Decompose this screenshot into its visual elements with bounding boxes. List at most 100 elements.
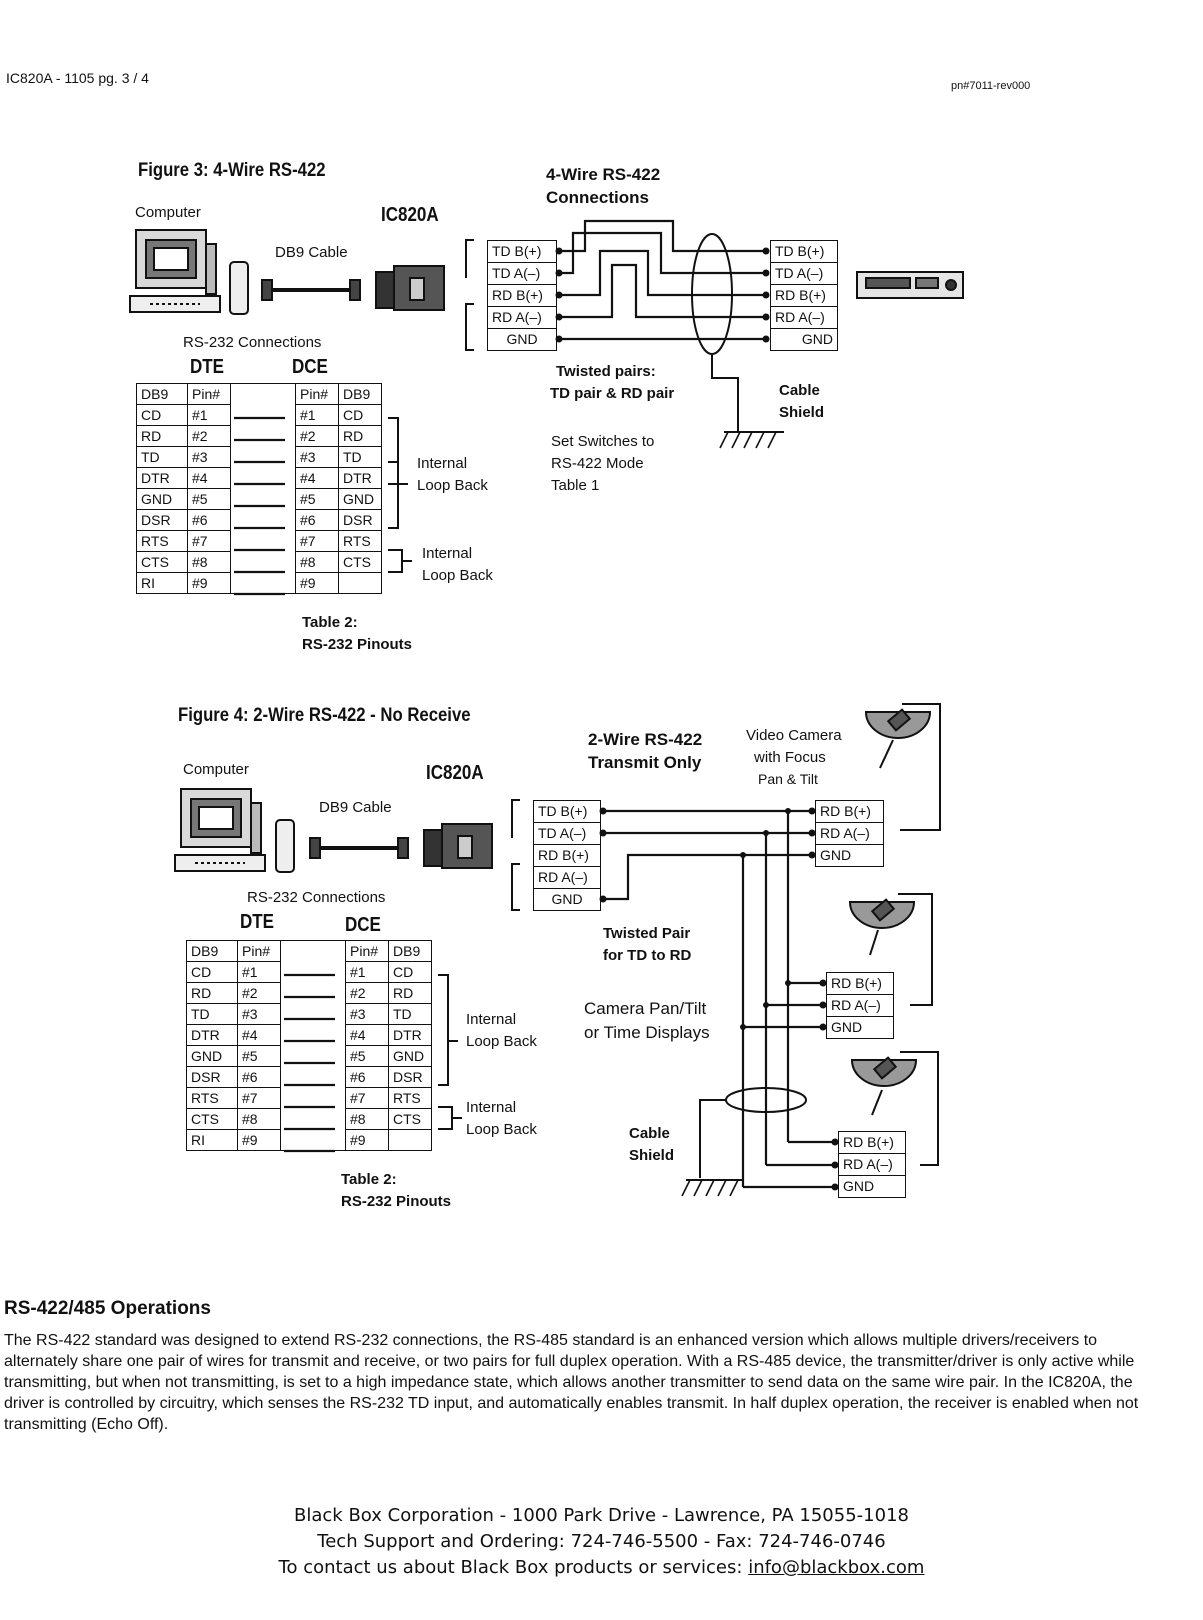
figure3-computer-label: Computer	[135, 204, 201, 221]
figure3-ic-label: IC820A	[381, 204, 439, 226]
ic820a-device-icon	[375, 265, 445, 311]
terminal-rd-a: RD A(–)	[816, 823, 883, 845]
figure3-dte-label: DTE	[190, 356, 224, 378]
pin-cell: #3	[187, 446, 231, 468]
figure4-twisted-2: for TD to RD	[603, 947, 692, 964]
ic820a-device-icon	[423, 823, 493, 869]
figure3-loop2-2: Loop Back	[422, 567, 493, 584]
pin-cell: #5	[237, 1045, 281, 1067]
figure3-shield-2: Shield	[779, 404, 825, 421]
figure3-conn-title-2: Connections	[546, 188, 649, 207]
figure3-shield-1: Cable	[779, 382, 820, 399]
pin-cell: CTS	[136, 551, 188, 573]
figure3-table-caption-1: Table 2:	[302, 614, 358, 631]
figure3-left-terminal: TD B(+) TD A(–) RD B(+) RD A(–) GND	[487, 240, 557, 351]
terminal-gnd: GND	[831, 1019, 863, 1035]
figure3-switch-2: RS-422 Mode	[551, 455, 644, 472]
figure4-conn-title-2: Transmit Only	[588, 753, 702, 772]
terminal-rd-b: RD B(+)	[839, 1132, 905, 1154]
terminal-gnd: GND	[801, 331, 833, 347]
pin-head: DB9	[338, 383, 382, 405]
footer-line3-prefix: To contact us about Black Box products o…	[278, 1557, 749, 1578]
figure3-switch-3: Table 1	[551, 477, 600, 494]
figure4-computer-label: Computer	[183, 761, 249, 778]
pin-cell: #3	[237, 1003, 281, 1025]
figure3-loop1-2: Loop Back	[417, 477, 488, 494]
terminal-rd-b: RD B(+)	[488, 285, 556, 307]
pin-cell: #4	[345, 1024, 389, 1046]
db9-cable-icon	[309, 837, 409, 859]
pin-cell: CD	[136, 404, 188, 426]
receiver-device-icon	[856, 271, 964, 299]
figure4-camera-3: Pan & Tilt	[758, 771, 818, 787]
figure4-cable-label: DB9 Cable	[319, 799, 392, 816]
terminal-rd-b: RD B(+)	[827, 973, 893, 995]
figure4-left-terminal: TD B(+) TD A(–) RD B(+) RD A(–) GND	[533, 800, 601, 911]
pin-cell: RTS	[388, 1087, 432, 1109]
pin-cell: CTS	[186, 1108, 238, 1130]
figure4-dte-label: DTE	[240, 911, 274, 933]
figure4-title: Figure 4: 2-Wire RS-422 - No Receive	[178, 705, 471, 726]
footer-line3: To contact us about Black Box products o…	[0, 1557, 1203, 1578]
pin-cell: RTS	[136, 530, 188, 552]
pin-head: Pin#	[187, 383, 231, 405]
figure4-loop1-2: Loop Back	[466, 1033, 537, 1050]
figure3-twisted-1: Twisted pairs:	[556, 363, 656, 380]
figure3-switch-1: Set Switches to	[551, 433, 655, 450]
terminal-rd-a: RD A(–)	[839, 1154, 905, 1176]
terminal-td-b: TD B(+)	[488, 241, 556, 263]
figure4-shield-1: Cable	[629, 1125, 670, 1142]
db9-cable-icon	[261, 279, 361, 301]
db9-port-icon	[275, 819, 295, 873]
terminal-td-b: TD B(+)	[771, 241, 837, 263]
pin-cell	[338, 572, 382, 594]
pin-cell: #9	[187, 572, 231, 594]
footer-email-link[interactable]: info@blackbox.com	[748, 1557, 925, 1578]
pin-cell: RTS	[338, 530, 382, 552]
pin-cell: DSR	[136, 509, 188, 531]
pin-head: DB9	[136, 383, 188, 405]
header-right: pn#7011-rev000	[951, 80, 1031, 92]
section-body: The RS-422 standard was designed to exte…	[4, 1332, 1139, 1433]
terminal-gnd: GND	[506, 331, 538, 347]
pin-cell: TD	[136, 446, 188, 468]
figure3-table-caption-2: RS-232 Pinouts	[302, 636, 413, 653]
figure3-loop2-1: Internal	[422, 545, 473, 562]
pin-cell: CTS	[388, 1108, 432, 1130]
pin-cell: GND	[338, 488, 382, 510]
figure4-conn-title-1: 2-Wire RS-422	[588, 730, 703, 749]
section-title: RS-422/485 Operations	[4, 1298, 211, 1319]
figure3-twisted-2: TD pair & RD pair	[550, 385, 675, 402]
figure4-camera3-terminal: RD B(+) RD A(–) GND	[838, 1131, 906, 1198]
figure4-camera-1: Video Camera	[746, 727, 842, 744]
figure4-camera1-terminal: RD B(+) RD A(–) GND	[815, 800, 884, 867]
terminal-td-b: TD B(+)	[534, 801, 600, 823]
figure4-loop2-1: Internal	[466, 1099, 517, 1116]
video-camera-icon	[850, 1051, 939, 1166]
pin-cell: DSR	[186, 1066, 238, 1088]
pin-cell: #5	[187, 488, 231, 510]
figure4-table-caption-2: RS-232 Pinouts	[341, 1193, 452, 1210]
footer-line2: Tech Support and Ordering: 724-746-5500 …	[317, 1531, 886, 1552]
pin-head: DB9	[388, 940, 432, 962]
video-camera-icon	[848, 893, 933, 1006]
footer-line1: Black Box Corporation - 1000 Park Drive …	[294, 1505, 909, 1526]
figure4-twisted-1: Twisted Pair	[603, 925, 691, 942]
terminal-gnd: GND	[551, 891, 583, 907]
computer-icon	[174, 788, 266, 872]
terminal-rd-a: RD A(–)	[534, 867, 600, 889]
figure4-loop2-2: Loop Back	[466, 1121, 537, 1138]
figure4-rs232-label: RS-232 Connections	[247, 889, 386, 906]
pin-cell: DTR	[186, 1024, 238, 1046]
figure3-rs232-label: RS-232 Connections	[183, 334, 322, 351]
figure4-loop1-1: Internal	[466, 1011, 517, 1028]
figure4-camera2-terminal: RD B(+) RD A(–) GND	[826, 972, 894, 1039]
figure4-ic-label: IC820A	[426, 762, 484, 784]
terminal-td-a: TD A(–)	[771, 263, 837, 285]
figure4-camera-2: with Focus	[754, 749, 826, 766]
figure3-loop1-1: Internal	[417, 455, 468, 472]
figure4-display-1: Camera Pan/Tilt	[584, 999, 707, 1018]
terminal-rd-a: RD A(–)	[771, 307, 837, 329]
figure3-title: Figure 3: 4-Wire RS-422	[138, 160, 326, 181]
